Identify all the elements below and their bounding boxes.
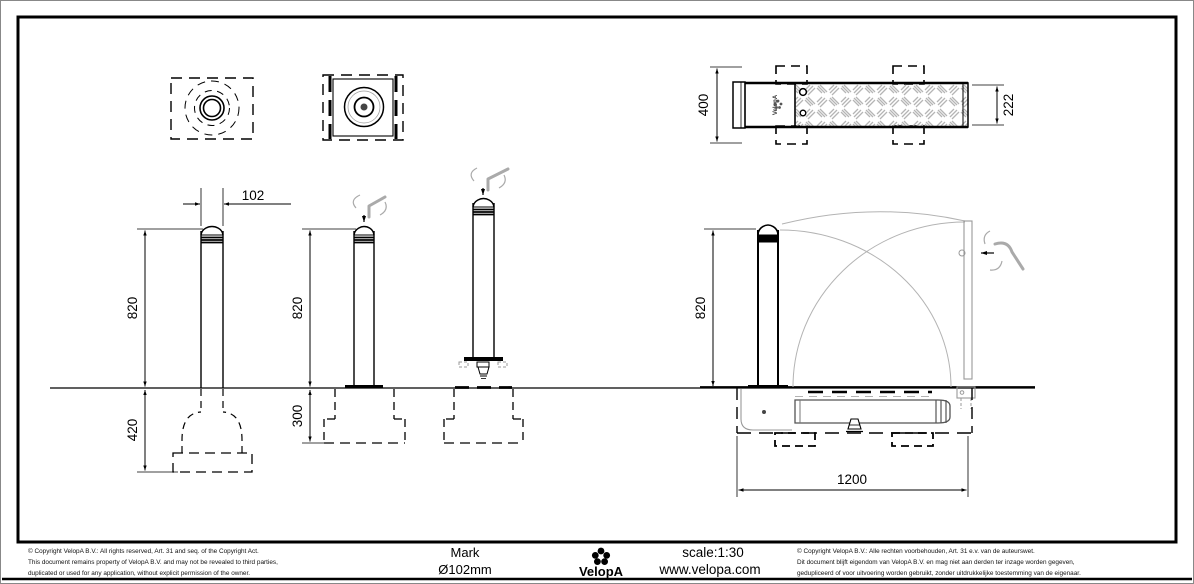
dim-text-300: 300 xyxy=(290,405,305,428)
plan-view-inground xyxy=(170,77,254,140)
dim-text-1200: 1200 xyxy=(837,472,867,487)
website-link: www.velopa.com xyxy=(658,562,760,577)
front-view-inground xyxy=(137,188,291,473)
dim-text-820-a: 820 xyxy=(125,297,140,320)
dim-height-above-ground xyxy=(137,228,203,387)
dim-height-above-ground-2 xyxy=(302,228,356,387)
release-key-icon xyxy=(983,230,1025,271)
velopa-flower-icon xyxy=(773,99,783,109)
dim-text-420: 420 xyxy=(125,419,140,442)
plan-view-folddown xyxy=(710,65,1004,145)
release-key-icon xyxy=(352,194,387,219)
dim-text-820-b: 820 xyxy=(290,297,305,320)
dim-pit-length xyxy=(736,436,969,497)
copyright-en-line1: © Copyright VelopA B.V.: All rights rese… xyxy=(28,547,259,555)
copyright-english: © Copyright VelopA B.V.: All rights rese… xyxy=(28,547,278,577)
scale-label: scale:1:30 xyxy=(682,545,744,560)
brand-name: VelopA xyxy=(579,564,624,579)
ghost-plate-upright xyxy=(956,220,976,409)
front-view-surface-plate xyxy=(443,167,524,444)
side-view-folddown xyxy=(704,211,1025,497)
plan-logo: VelopA xyxy=(773,94,783,115)
product-diameter: Ø102mm xyxy=(438,562,491,577)
copyright-nl-line1: © Copyright VelopA B.V.: Alle rechten vo… xyxy=(797,547,1035,555)
dim-text-102: 102 xyxy=(242,188,265,203)
dim-depth-inground xyxy=(137,390,178,473)
dim-plan-overall xyxy=(710,66,742,144)
plan-view-flanged xyxy=(322,74,404,141)
front-view-foundation xyxy=(302,194,406,444)
ground-line xyxy=(50,386,1035,389)
dim-plate-width xyxy=(972,84,1004,126)
dim-text-222: 222 xyxy=(1001,94,1016,117)
drawing-frame xyxy=(16,15,1178,544)
title-block: © Copyright VelopA B.V.: All rights rese… xyxy=(28,545,1081,579)
copyright-nl-line3: gedupliceerd of voor uitvoering worden g… xyxy=(797,570,1081,577)
velopa-flower-icon xyxy=(591,547,611,565)
copyright-nl-line2: Dit document blijft eigendom van VelopA … xyxy=(797,559,1075,566)
dim-text-820-c: 820 xyxy=(693,297,708,320)
fold-trajectory-arcs xyxy=(779,211,966,388)
velopa-logo: VelopA xyxy=(579,547,624,579)
dim-post-diameter xyxy=(183,188,291,226)
release-key-icon xyxy=(470,167,510,192)
dim-text-400: 400 xyxy=(696,94,711,117)
copyright-en-line3: duplicated or used for any application, … xyxy=(28,570,250,577)
copyright-en-line2: This document remains property of VelopA… xyxy=(28,559,278,566)
copyright-dutch: © Copyright VelopA B.V.: Alle rechten vo… xyxy=(797,547,1081,577)
product-name: Mark xyxy=(451,545,480,560)
dim-height-above-ground-3 xyxy=(704,228,756,386)
